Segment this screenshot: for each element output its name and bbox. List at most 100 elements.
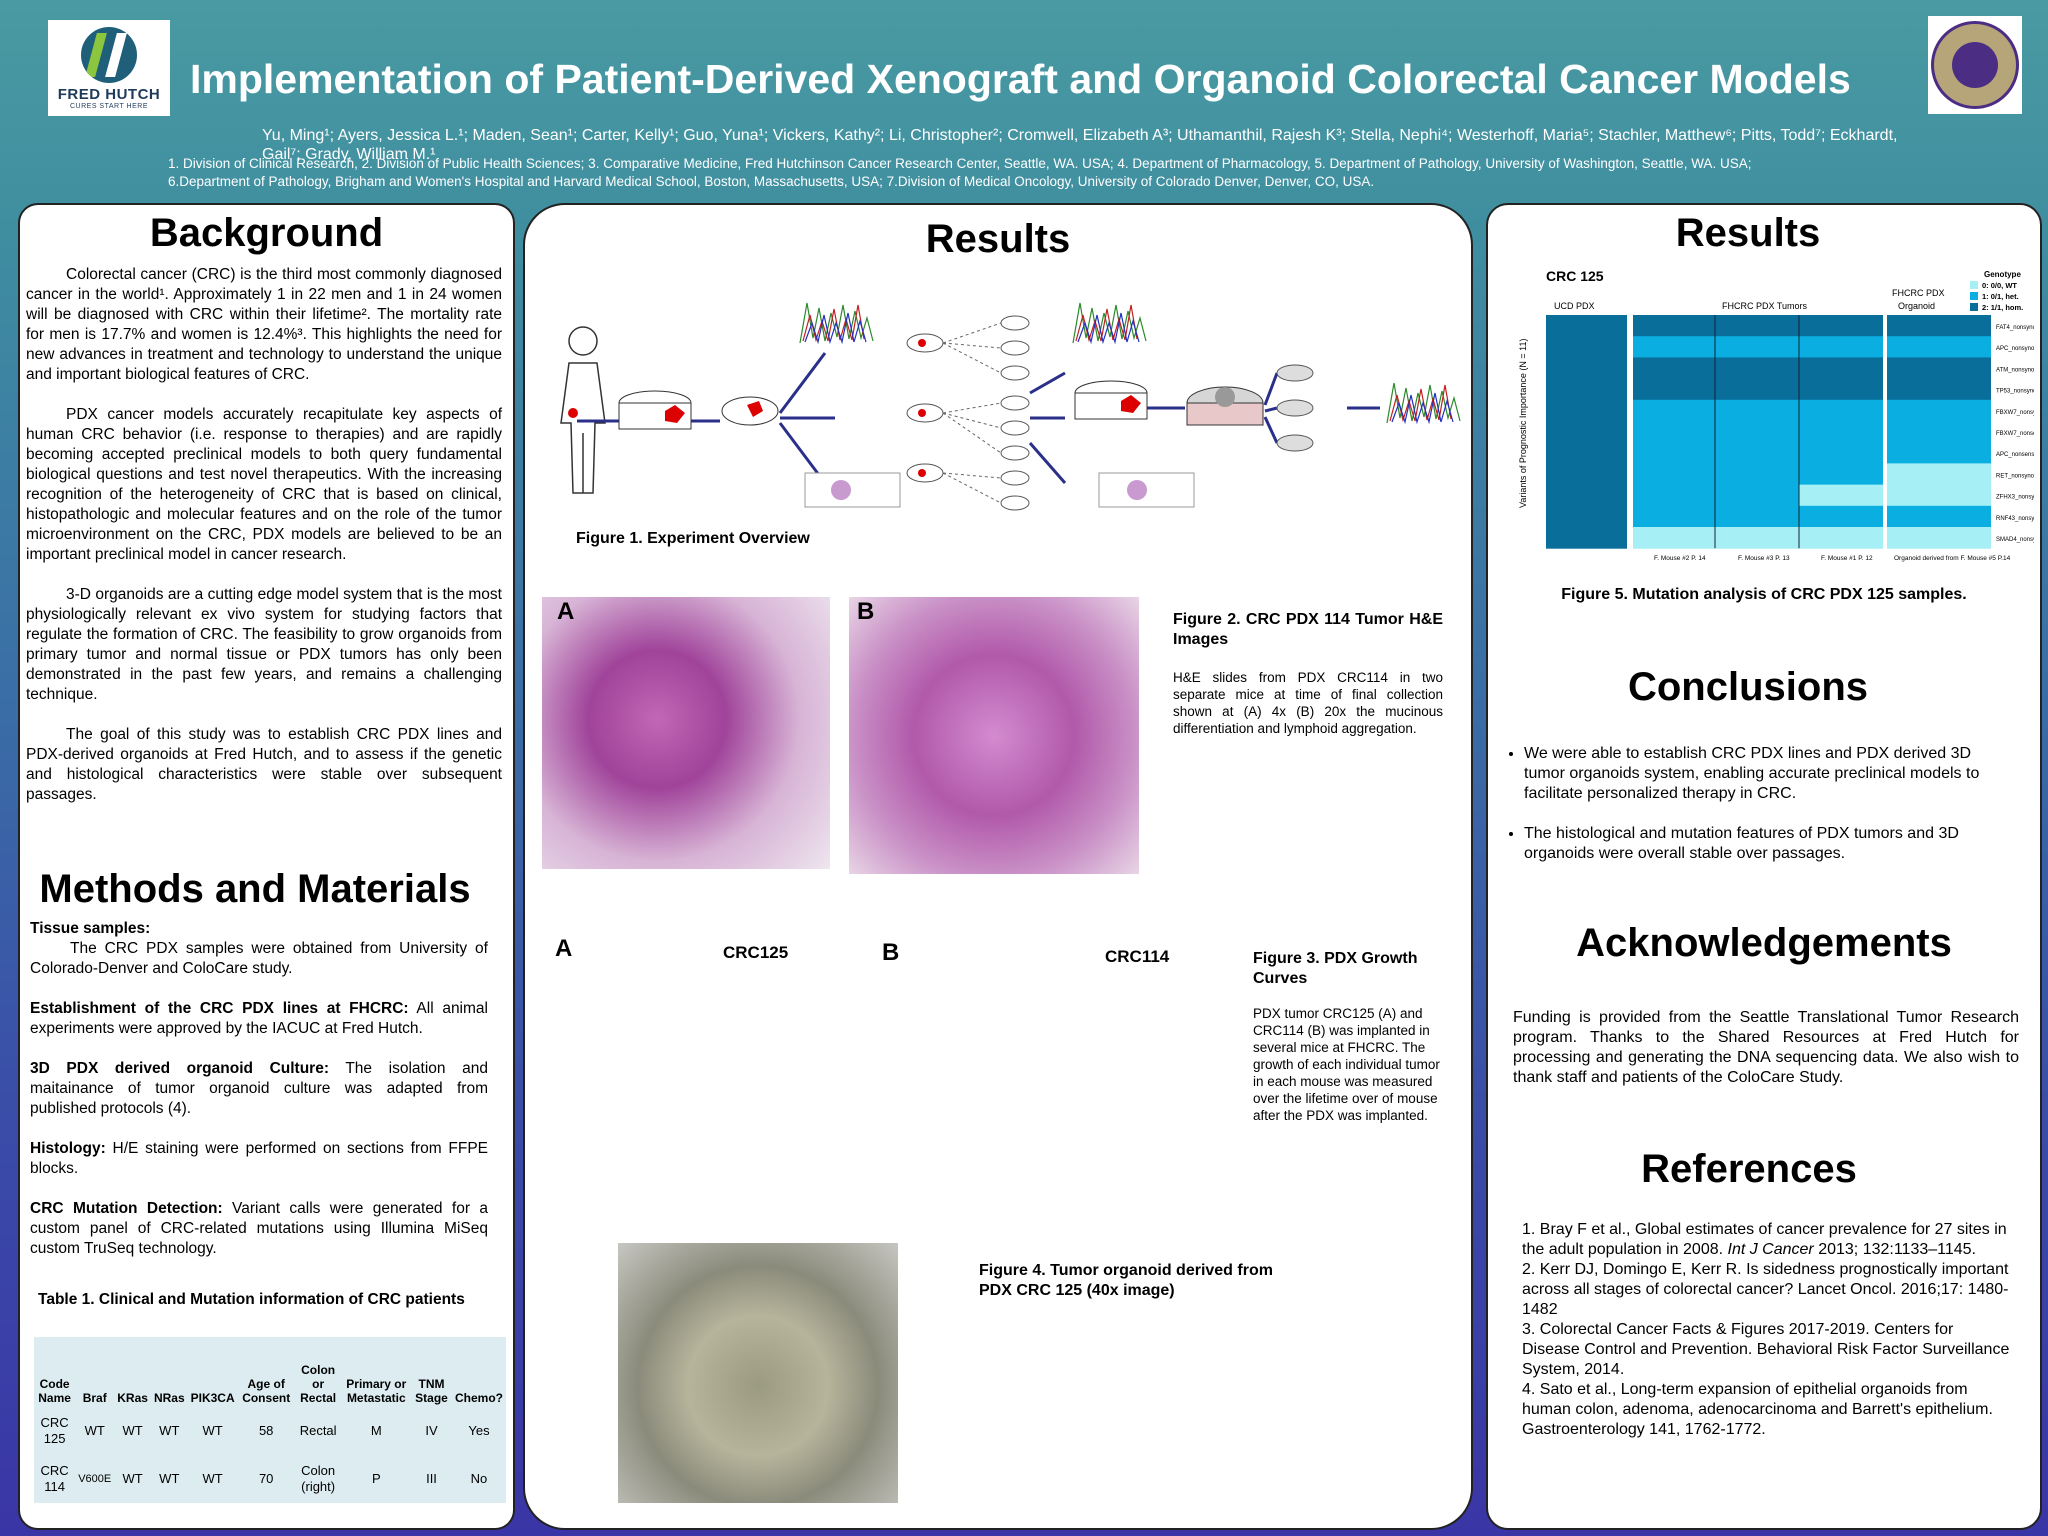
gene-label-7: RET_nonsynonymous [1996, 473, 2034, 479]
methods-establishment: Establishment of the CRC PDX lines at FH… [30, 999, 488, 1039]
heatmap-cell-10-5 [1887, 527, 1991, 549]
heatmap-cell-5-3 [1799, 421, 1883, 443]
figure1-caption: Figure 1. Experiment Overview [576, 530, 810, 547]
background-paragraph-1: Colorectal cancer (CRC) is the third mos… [26, 266, 502, 383]
table1-cell-1-8: III [426, 1471, 437, 1486]
col-group-fhcrc-tumors: FHCRC PDX Tumors [1722, 301, 1808, 311]
methods-organoid: 3D PDX derived organoid Culture: The iso… [30, 1059, 488, 1119]
gene-label-5: FBXW7_nonsense [1996, 431, 2034, 437]
heatmap-cell-3-3 [1799, 378, 1883, 401]
figure1-experiment-overview-diagram [560, 302, 1461, 511]
conclusions-list: We were able to establish CRC PDX lines … [1506, 744, 2012, 884]
methods-mutation: CRC Mutation Detection: Variant calls we… [30, 1199, 488, 1259]
sample-label-3: Organoid derived from F. Mouse #5 P.14 [1894, 555, 2011, 562]
table1-cell-1-4: WT [202, 1471, 223, 1486]
heatmap-cell-8-1 [1633, 484, 1715, 507]
table1-header-4: PIK3CA [190, 1391, 235, 1405]
mutation-label: CRC Mutation Detection: [30, 1200, 223, 1217]
gene-label-8: ZFHX3_nonsynonymous [1996, 495, 2034, 501]
heatmap-cell-0-5 [1887, 315, 1991, 337]
heatmap-cell-8-0 [1546, 484, 1627, 507]
university-of-washington-seal-logo [1928, 16, 2022, 114]
fred-hutch-logo: FRED HUTCH CURES START HERE [48, 20, 170, 116]
organoid-label: 3D PDX derived organoid Culture: [30, 1060, 329, 1077]
histology-text: H/E staining were performed on sections … [30, 1140, 488, 1177]
figure2a-he-image [542, 597, 830, 869]
gene-label-1: APC_nonsynonymous [1996, 346, 2034, 352]
affiliation-line-2: 6.Department of Pathology, Brigham and W… [168, 174, 1375, 189]
heatmap-cell-8-2 [1715, 484, 1799, 507]
table1-cell-1-9: No [470, 1471, 488, 1486]
left-column-panel: Background Colorectal cancer (CRC) is th… [18, 203, 515, 1530]
poster-title: Implementation of Patient-Derived Xenogr… [190, 56, 1851, 102]
methods-heading: Methods and Materials [39, 867, 471, 911]
figure3-text: PDX tumor CRC125 (A) and CRC114 (B) was … [1253, 1006, 1440, 1123]
heatmap-cell-10-1 [1633, 527, 1715, 549]
gene-label-6: APC_nonsense [1996, 452, 2034, 458]
table1-cell-0-5: 58 [258, 1423, 274, 1438]
reference-3: 3. Colorectal Cancer Facts & Figures 201… [1522, 1321, 2010, 1378]
right-column-panel: Results CRC 125 UCD PDX FHCRC PDX Tumors… [1486, 203, 2042, 1530]
gene-label-3: TP53_nonsynonymous [1996, 389, 2034, 395]
heatmap-cell-4-5 [1887, 399, 1991, 422]
affiliation-line-1: 1. Division of Clinical Research, 2. Div… [168, 156, 1752, 171]
logo-tagline: CURES START HERE [69, 102, 148, 110]
references-list: 1. Bray F et al., Global estimates of ca… [1522, 1220, 2014, 1440]
fred-hutch-mark-icon [81, 26, 137, 83]
table1-caption: Table 1. Clinical and Mutation informati… [38, 1291, 465, 1308]
heatmap-cell-3-0 [1546, 378, 1627, 401]
table1-cell-0-1: WT [84, 1423, 105, 1438]
table1-cell-0-9: Yes [468, 1423, 490, 1438]
gene-label-4: FBXW7_nonsynonymous [1996, 410, 2034, 416]
heatmap-cell-4-2 [1715, 399, 1799, 422]
slide-icon-1 [804, 472, 901, 508]
methods-text: Tissue samples: The CRC PDX samples were… [30, 919, 488, 1279]
fig5-yaxis-label: Variants of Prognostic Importance (N = 1… [1518, 339, 1528, 509]
figure3-caption: Figure 3. PDX Growth Curves [1253, 950, 1418, 987]
tissue-text: The CRC PDX samples were obtained from U… [30, 940, 488, 977]
heatmap-cell-9-2 [1715, 505, 1799, 528]
sequencing-trace-icon-2 [1072, 302, 1147, 345]
heatmap-sample-labels: F. Mouse #2 P. 14 F. Mouse #3 P. 13 F. Mou… [1654, 555, 2011, 562]
table1-cell-0-6: Rectal [299, 1423, 337, 1438]
sample-label-2: F. Mouse #1 P. 12 [1821, 555, 1873, 562]
heatmap-cell-10-3 [1799, 527, 1883, 549]
author-list: Yu, Ming¹; Ayers, Jessica L.¹; Maden, Se… [262, 127, 1898, 163]
background-text: Colorectal cancer (CRC) is the third mos… [26, 265, 502, 825]
sample-label-0: F. Mouse #2 P. 14 [1654, 555, 1706, 562]
table1-cell-1-7: P [371, 1471, 381, 1486]
table1-header-1: Braf [82, 1391, 107, 1405]
figure4-caption: Figure 4. Tumor organoid derived from PD… [979, 1262, 1273, 1299]
methods-tissue: Tissue samples: The CRC PDX samples were… [30, 919, 488, 979]
sample-label-1: F. Mouse #3 P. 13 [1738, 555, 1790, 562]
establishment-label: Establishment of the CRC PDX lines at FH… [30, 1000, 409, 1017]
sequencing-trace-icon-3 [1386, 382, 1461, 425]
heatmap-cell-2-5 [1887, 357, 1991, 380]
heatmap-cell-6-1 [1633, 442, 1715, 464]
figure3a-title: CRC125 [723, 943, 789, 962]
tumor-sample-icon [665, 405, 685, 423]
background-heading: Background [149, 211, 384, 255]
heatmap-cell-9-3 [1799, 505, 1883, 528]
heatmap-cell-5-1 [1633, 421, 1715, 443]
table1-header-2: KRas [117, 1391, 148, 1405]
heatmap-cell-1-5 [1887, 336, 1991, 358]
table1-header-8: TNM Stage [415, 1377, 448, 1405]
acknowledgements-text: Funding is provided from the Seattle Tra… [1513, 1009, 2019, 1086]
figure3b-title: CRC114 [1105, 947, 1170, 966]
table1-cell-1-5: 70 [258, 1471, 274, 1486]
gene-label-10: SMAD4_nonsynonymous [1996, 537, 2034, 543]
table1-cell-0-3: WT [159, 1423, 180, 1438]
poster-header: FRED HUTCH CURES START HERE Implementati… [0, 0, 2048, 200]
heatmap-cell-4-3 [1799, 399, 1883, 422]
heatmap-cell-0-0 [1546, 315, 1627, 337]
figure2a-label: A [557, 598, 575, 625]
heatmap-cell-6-2 [1715, 442, 1799, 464]
heatmap-cell-7-5 [1887, 463, 1991, 486]
gene-label-9: RNF43_nonsynonymous [1996, 516, 2034, 522]
heatmap-cell-6-5 [1887, 442, 1991, 464]
heatmap-cell-7-0 [1546, 463, 1627, 486]
heatmap-cell-2-1 [1633, 357, 1715, 380]
